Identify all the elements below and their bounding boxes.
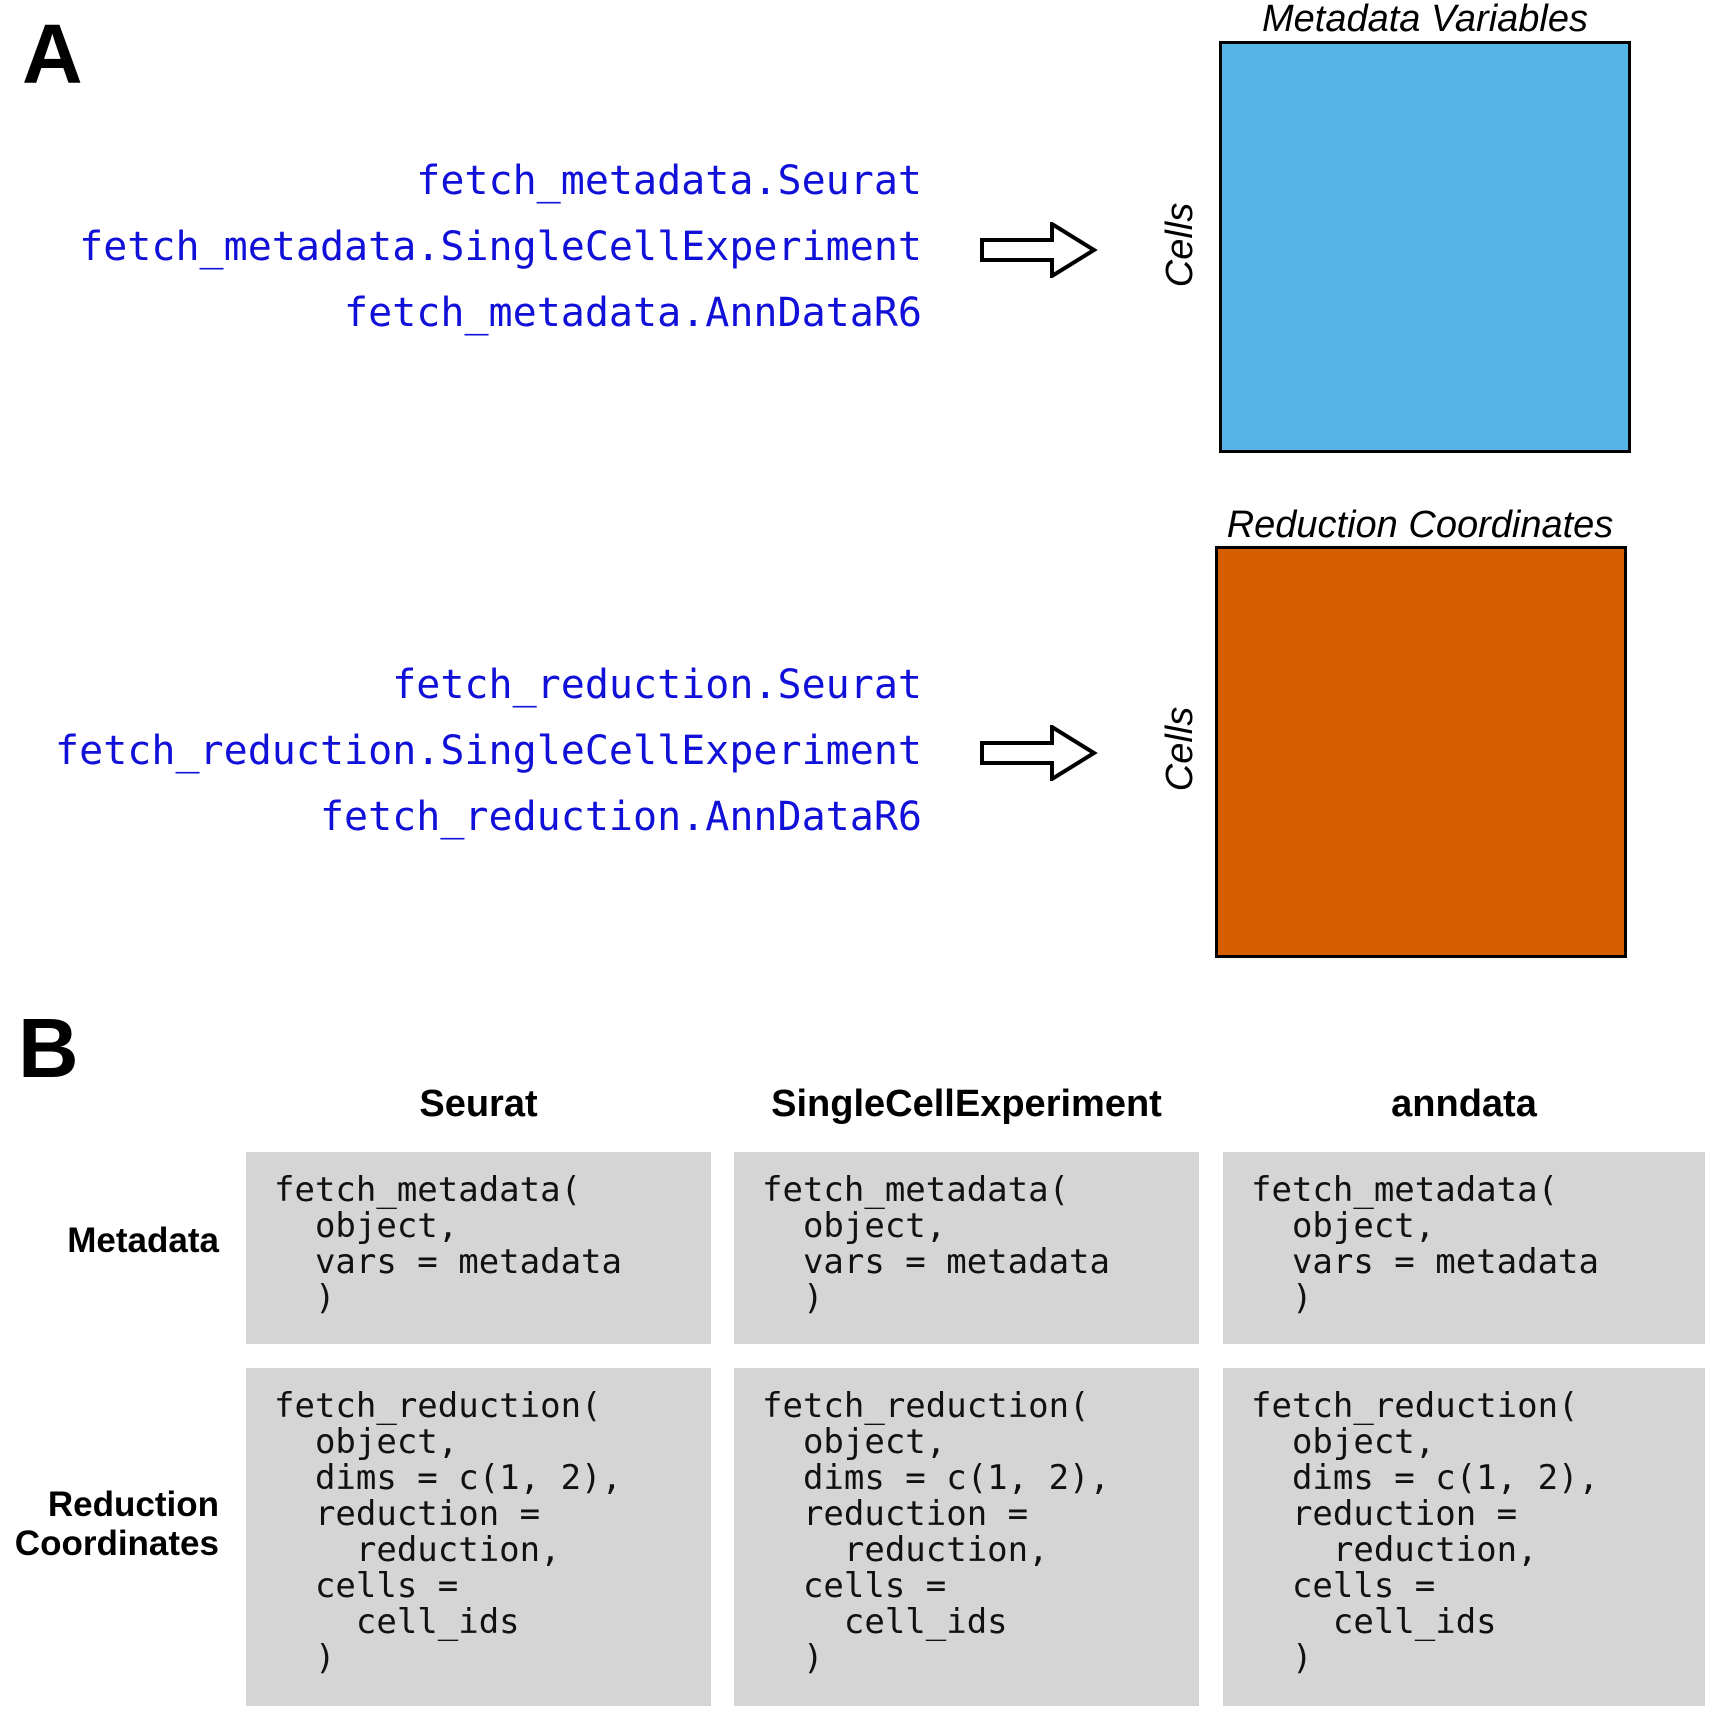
cells-axis-label: Cells	[1159, 202, 1201, 288]
right-arrow-icon	[980, 222, 1098, 278]
reduction-matrix-title: Reduction Coordinates	[1226, 504, 1614, 546]
code-line: cell_ids	[762, 1602, 1008, 1642]
code-line: dims = c(1, 2),	[274, 1458, 622, 1498]
code-line: )	[1251, 1638, 1313, 1678]
code-box-reduction-seurat: fetch_reduction( object, dims = c(1, 2),…	[246, 1368, 711, 1706]
code-box-reduction-singlecellexperiment: fetch_reduction( object, dims = c(1, 2),…	[734, 1368, 1199, 1706]
function-name: fetch_metadata.SingleCellExperiment	[79, 224, 922, 270]
row-header-metadata: Metadata	[67, 1221, 219, 1260]
code-line: object,	[274, 1206, 459, 1246]
code-line: cell_ids	[274, 1602, 520, 1642]
reduction-function-list: fetch_reduction.Seurat fetch_reduction.S…	[55, 652, 922, 850]
code-line: object,	[274, 1422, 459, 1462]
code-line: )	[762, 1278, 824, 1318]
metadata-matrix-title: Metadata Variables	[1261, 0, 1588, 40]
row-header-line: Metadata	[67, 1221, 219, 1260]
code-line: cells =	[1251, 1566, 1436, 1606]
code-line: )	[274, 1278, 336, 1318]
column-header-seurat: Seurat	[419, 1083, 538, 1125]
code-line: )	[274, 1638, 336, 1678]
right-arrow-icon	[980, 725, 1098, 781]
function-name: fetch_reduction.Seurat	[392, 662, 922, 708]
code-line: reduction =	[762, 1494, 1029, 1534]
code-line: vars = metadata	[762, 1242, 1110, 1282]
code-box-metadata-singlecellexperiment: fetch_metadata( object, vars = metadata …	[734, 1152, 1199, 1344]
code-line: cells =	[762, 1566, 947, 1606]
metadata-function-list: fetch_metadata.Seurat fetch_metadata.Sin…	[79, 148, 922, 346]
row-header-reduction-coordinates: Reduction Coordinates	[15, 1485, 219, 1563]
code-line: reduction,	[762, 1530, 1049, 1570]
panel-label-b: B	[18, 1001, 79, 1095]
code-line: reduction =	[1251, 1494, 1518, 1534]
code-line: fetch_reduction(	[1251, 1386, 1579, 1426]
code-line: vars = metadata	[274, 1242, 622, 1282]
code-line: fetch_metadata(	[274, 1170, 582, 1210]
code-line: fetch_metadata(	[762, 1170, 1070, 1210]
code-line: cell_ids	[1251, 1602, 1497, 1642]
code-box-metadata-seurat: fetch_metadata( object, vars = metadata …	[246, 1152, 711, 1344]
metadata-matrix	[1219, 41, 1631, 453]
function-name: fetch_reduction.AnnDataR6	[319, 794, 922, 840]
code-line: object,	[762, 1422, 947, 1462]
code-line: object,	[1251, 1422, 1436, 1462]
column-header-singlecellexperiment: SingleCellExperiment	[771, 1083, 1162, 1125]
code-line: object,	[762, 1206, 947, 1246]
code-line: dims = c(1, 2),	[1251, 1458, 1599, 1498]
code-line: fetch_reduction(	[274, 1386, 602, 1426]
code-line: fetch_metadata(	[1251, 1170, 1559, 1210]
code-line: reduction,	[1251, 1530, 1538, 1570]
code-line: dims = c(1, 2),	[762, 1458, 1110, 1498]
code-line: )	[762, 1638, 824, 1678]
code-line: )	[1251, 1278, 1313, 1318]
code-box-metadata-anndata: fetch_metadata( object, vars = metadata …	[1223, 1152, 1705, 1344]
code-line: object,	[1251, 1206, 1436, 1246]
column-header-anndata: anndata	[1391, 1083, 1537, 1125]
function-name: fetch_reduction.SingleCellExperiment	[55, 728, 922, 774]
code-line: reduction =	[274, 1494, 541, 1534]
row-header-line: Reduction	[47, 1485, 219, 1524]
panel-label-a: A	[22, 7, 83, 101]
code-line: reduction,	[274, 1530, 561, 1570]
code-line: fetch_reduction(	[762, 1386, 1090, 1426]
row-header-line: Coordinates	[14, 1524, 219, 1563]
function-name: fetch_metadata.AnnDataR6	[344, 290, 922, 336]
function-name: fetch_metadata.Seurat	[416, 158, 922, 204]
code-line: cells =	[274, 1566, 459, 1606]
cells-axis-label: Cells	[1159, 706, 1201, 792]
code-box-reduction-anndata: fetch_reduction( object, dims = c(1, 2),…	[1223, 1368, 1705, 1706]
reduction-matrix	[1215, 546, 1627, 958]
code-line: vars = metadata	[1251, 1242, 1599, 1282]
